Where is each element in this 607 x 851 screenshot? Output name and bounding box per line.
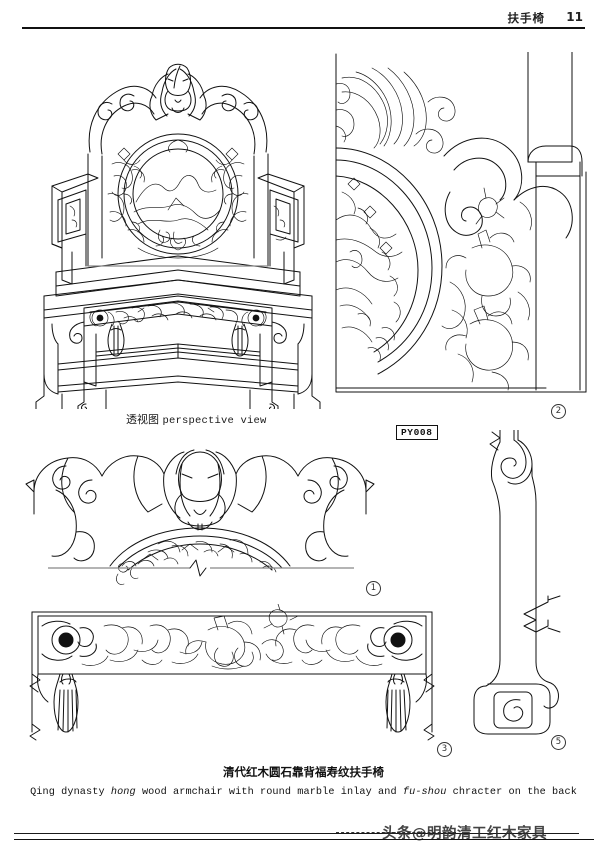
figure-caption-chinese: 清代红木圆石靠背福寿纹扶手椅 bbox=[223, 765, 384, 779]
drawing-code-label: PY008 bbox=[396, 425, 438, 440]
perspective-caption: 透视图 perspective view bbox=[126, 411, 267, 427]
figure-caption-english: Qing dynasty hong wood armchair with rou… bbox=[0, 787, 607, 798]
back-panel-detail-drawing bbox=[335, 52, 587, 393]
caption-part-2: wood armchair with round marble inlay an… bbox=[135, 787, 403, 798]
armchair-perspective-drawing bbox=[35, 63, 321, 409]
caption-italic-fushou: fu-shou bbox=[402, 787, 447, 798]
apron-detail-drawing bbox=[29, 604, 435, 741]
header-divider bbox=[22, 27, 585, 29]
footer-divider bbox=[14, 839, 594, 841]
crest-rail-detail-drawing bbox=[25, 449, 375, 585]
watermark-dashed-line bbox=[336, 832, 456, 833]
caption-italic-hong: hong bbox=[110, 787, 136, 798]
detail-marker-5: 5 bbox=[551, 735, 566, 750]
caption-part-3: chracter on the back bbox=[446, 787, 577, 798]
page-number: 11 bbox=[566, 10, 583, 24]
page-header: 扶手椅 11 bbox=[0, 6, 607, 32]
caption-part-1: Qing dynasty bbox=[30, 787, 111, 798]
armrest-post-detail-drawing bbox=[473, 430, 561, 735]
perspective-caption-en: perspective view bbox=[162, 415, 267, 427]
perspective-caption-cn: 透视图 bbox=[126, 413, 159, 426]
watermark-text: 头条@明韵清工红木家具 bbox=[382, 826, 547, 842]
detail-marker-3: 3 bbox=[437, 742, 452, 757]
header-chapter-title: 扶手椅 bbox=[507, 11, 545, 25]
detail-marker-1: 1 bbox=[366, 581, 381, 596]
detail-marker-2: 2 bbox=[551, 404, 566, 419]
footer-rule bbox=[14, 833, 579, 834]
